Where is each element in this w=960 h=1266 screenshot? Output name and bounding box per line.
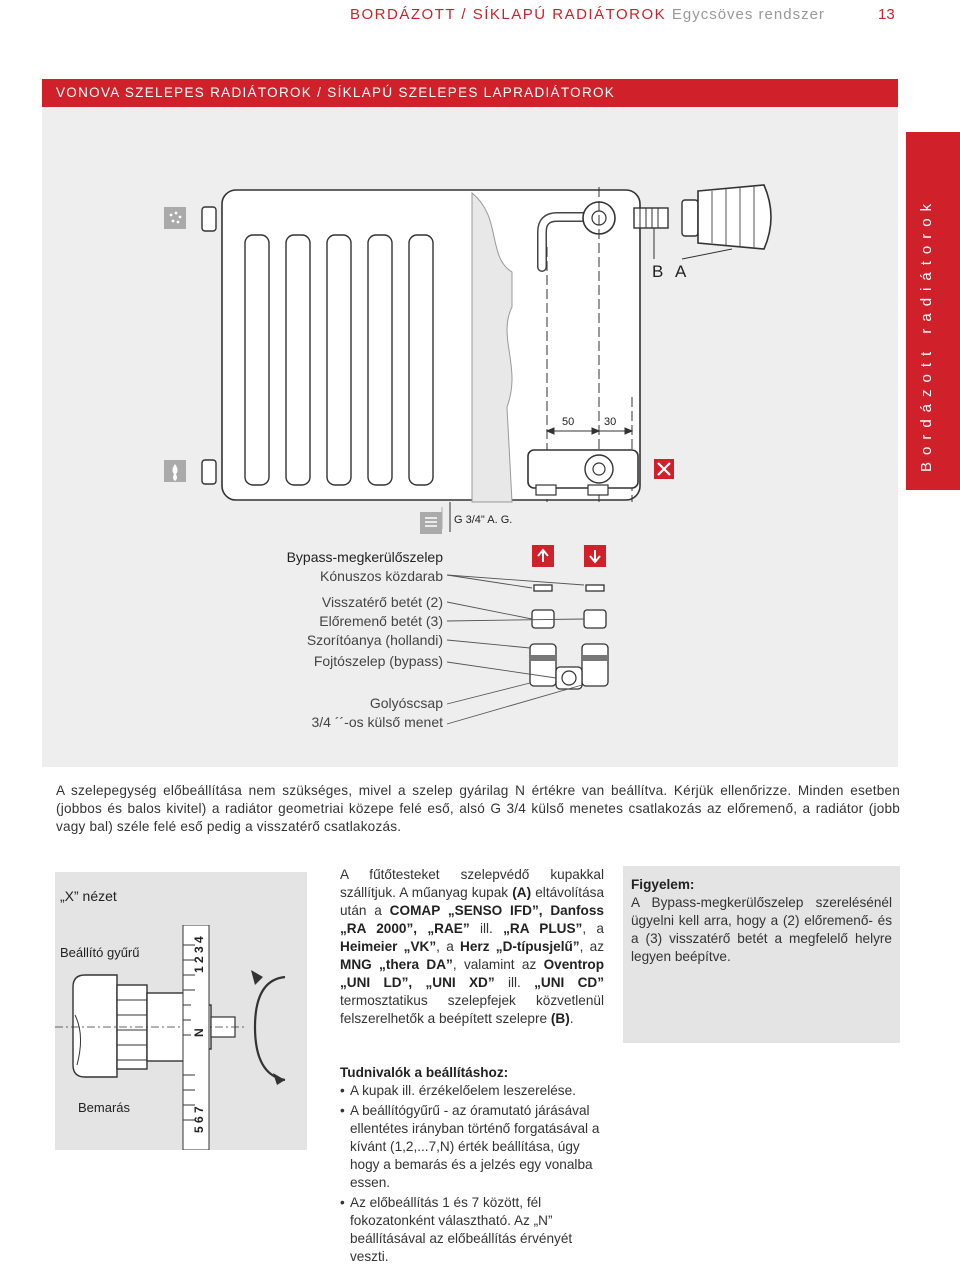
header-title-grey: Egycsöves rendszer [671,6,825,23]
setting-ring-label: Beállító gyűrű [60,945,140,960]
vent-icon [164,207,186,229]
x-view-title: „X” nézet [60,888,117,904]
note-text: A Bypass-megkerülőszelep szerelésénél üg… [631,895,892,964]
description-paragraph: A szelepegység előbeállítása nem szükség… [56,783,900,834]
instructions-title: Tudnivalók a beállításhoz: [340,1065,509,1080]
part-union-nut: Szorítóanya (hollandi) [306,632,443,648]
label-b: B [652,262,663,281]
sidebar-tab: Bordázott radiátorok [906,132,960,490]
part-ball-valve: Golyóscsap [369,695,443,711]
attention-note: Figyelem: A Bypass-megkerülőszelep szere… [623,866,900,1043]
note-title: Figyelem: [631,877,695,892]
setting-instructions: Tudnivalók a beállításhoz: A kupak ill. … [340,1064,604,1266]
label-a: A [675,262,687,281]
thread-label: G 3/4" A. G. [454,514,512,526]
outlet-right [587,484,609,496]
lower-valve-block [527,449,639,489]
scale-n: N [192,1028,206,1037]
connector-icon [420,512,442,534]
page-header: BORDÁZOTT / SÍKLAPÚ RADIÁTOROK Egycsöves… [350,6,825,23]
compatibility-text: A fűtőtesteket szelepvédő kupakkal száll… [340,867,605,1026]
part-throttle-valve: Fojtószelep (bypass) [313,653,443,669]
thermo-head-collar [681,199,699,237]
valve-parts [529,584,609,690]
header-title-red: BORDÁZOTT / SÍKLAPÚ RADIÁTOROK [350,6,667,23]
instruction-item: Az előbeállítás 1 és 7 között, fél fokoz… [340,1194,604,1266]
dim-30: 30 [604,416,616,428]
dim-50: 50 [562,416,574,428]
radiator-diagram: 50 30 B A G 3/4" A. G. [164,184,772,725]
thermo-head-a [697,184,772,250]
sidebar-text: Bordázott radiátorok [918,196,935,472]
scale-bottom: 5 6 7 [192,1106,206,1133]
part-external-thread: 3/4 ´´-os külső menet [311,714,444,730]
instruction-item: A beállítógyűrű - az óramutató járásával… [340,1102,604,1192]
part-return-insert: Visszatérő betét (2) [321,594,443,610]
x-view-drawing: 1 2 3 4 N 5 6 7 [55,925,286,1150]
part-cone-piece: Kónuszos közdarab [320,568,443,584]
scale-top: 1 2 3 4 [192,936,206,973]
page-number: 13 [878,6,895,23]
cutaway-shape [471,191,513,503]
outlet-left [535,484,557,496]
bottom-plug [201,459,217,485]
valve-b [633,207,669,229]
rotation-arrow-icon [253,975,286,1082]
section-banner: VONOVA SZELEPES RADIÁTOROK / SÍKLAPÚ SZE… [42,79,898,107]
part-bypass-valve: Bypass-megkerülőszelep [286,549,443,565]
instruction-item: A kupak ill. érzékelőelem leszerelése. [340,1082,604,1100]
top-plug [201,206,217,232]
leader-lines [446,574,585,725]
radiator-fins [244,234,434,486]
marking-label: Bemarás [78,1100,131,1115]
part-supply-insert: Előremenő betét (3) [319,613,443,629]
